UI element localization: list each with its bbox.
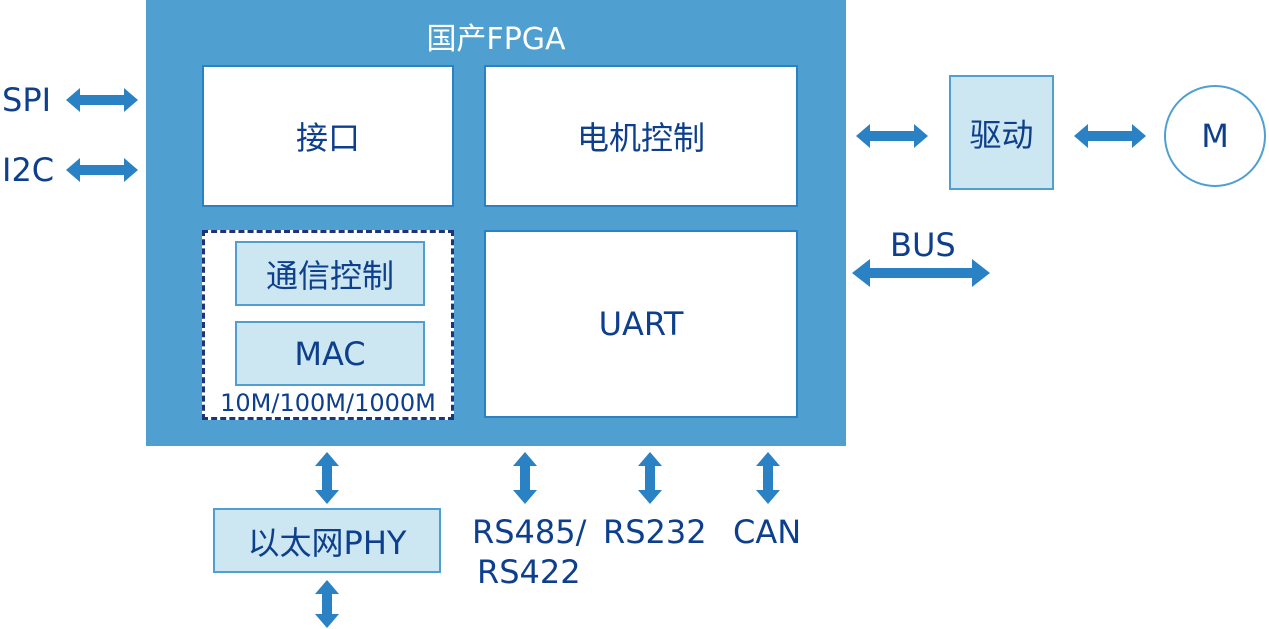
fpga-phy-arrow bbox=[315, 452, 339, 504]
uart-block: UART bbox=[484, 230, 798, 418]
fpga-block: 国产FPGA 接口 电机控制 通信控制 MAC 10M/100M/1000M U… bbox=[146, 0, 846, 446]
rs422-label: RS422 bbox=[477, 553, 581, 591]
interface-label: 接口 bbox=[295, 119, 360, 157]
rs232-arrow bbox=[638, 452, 662, 504]
bus-label: BUS bbox=[890, 226, 956, 264]
spi-label: SPI bbox=[2, 81, 52, 119]
ethernet-phy-label: 以太网PHY bbox=[247, 523, 407, 562]
rs232-label: RS232 bbox=[603, 513, 707, 551]
uart-label: UART bbox=[598, 305, 684, 343]
fpga-driver-arrow bbox=[856, 124, 928, 148]
i2c-label: I2C bbox=[2, 151, 55, 189]
mac-block: MAC bbox=[235, 321, 425, 386]
can-arrow bbox=[756, 452, 780, 504]
driver-label: 驱动 bbox=[969, 115, 1034, 154]
comm-control-label: 通信控制 bbox=[265, 256, 394, 295]
phy-external-arrow bbox=[315, 580, 339, 628]
spi-arrow bbox=[66, 88, 138, 112]
motor-circle: M bbox=[1164, 85, 1266, 187]
fpga-title: 国产FPGA bbox=[426, 22, 566, 57]
i2c-arrow bbox=[66, 158, 138, 182]
ethernet-controller-group: 通信控制 MAC 10M/100M/1000M bbox=[202, 230, 454, 420]
driver-motor-arrow bbox=[1074, 124, 1146, 148]
bus-arrow bbox=[852, 259, 990, 287]
can-label: CAN bbox=[733, 513, 802, 551]
rs485-arrow bbox=[513, 452, 537, 504]
ethernet-phy-block: 以太网PHY bbox=[213, 508, 441, 573]
motor-control-label: 电机控制 bbox=[576, 119, 705, 157]
rs485-label: RS485/ bbox=[472, 513, 587, 551]
comm-control-block: 通信控制 bbox=[235, 241, 425, 306]
driver-block: 驱动 bbox=[949, 75, 1054, 190]
motor-label: M bbox=[1201, 117, 1229, 155]
mac-speed-label: 10M/100M/1000M bbox=[220, 389, 436, 417]
motor-control-block: 电机控制 bbox=[484, 65, 798, 207]
interface-block: 接口 bbox=[202, 65, 454, 207]
mac-label: MAC bbox=[294, 334, 366, 373]
